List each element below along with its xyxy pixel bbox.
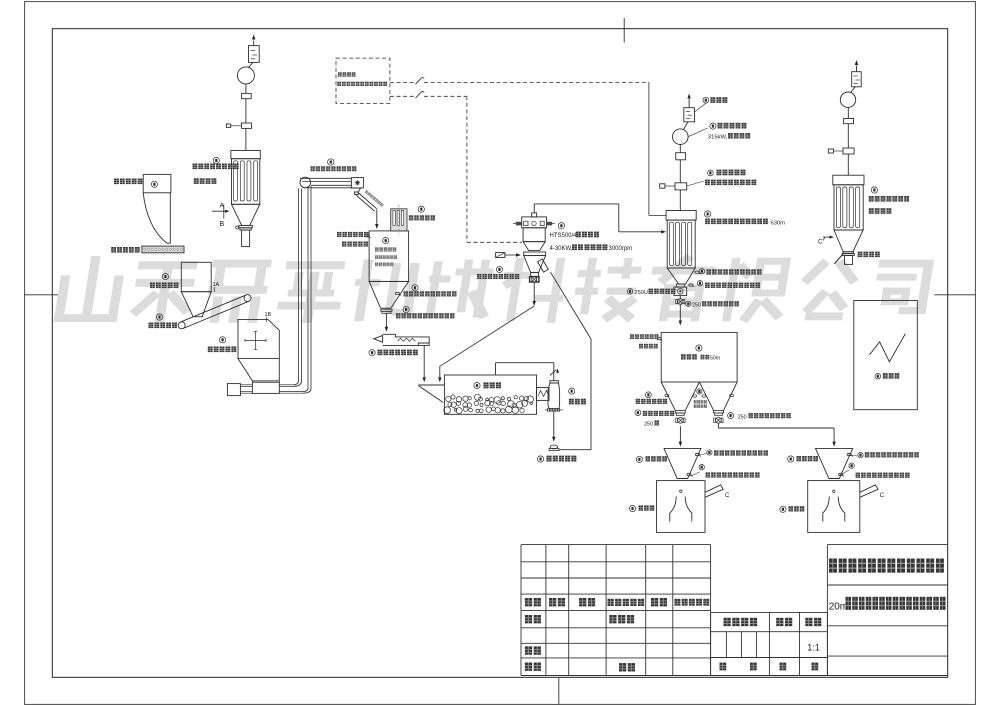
svg-text:C: C — [880, 493, 885, 499]
svg-text:20m: 20m — [829, 602, 848, 613]
svg-text:315kW,: 315kW, — [708, 134, 728, 140]
svg-text:C: C — [818, 239, 823, 246]
svg-text:1:1: 1:1 — [807, 643, 820, 653]
svg-text:B: B — [220, 221, 225, 228]
svg-text:HTS500/4: HTS500/4 — [550, 233, 578, 239]
svg-text:250: 250 — [738, 414, 747, 420]
svg-text:250: 250 — [692, 303, 701, 309]
svg-text:3000rpm: 3000rpm — [609, 246, 633, 252]
svg-text:50m: 50m — [710, 355, 720, 361]
svg-text:4-30KW,: 4-30KW, — [550, 246, 573, 252]
svg-text:A: A — [220, 203, 225, 210]
svg-text:C: C — [725, 493, 730, 499]
svg-text:1B: 1B — [265, 312, 272, 318]
svg-text:1A: 1A — [213, 282, 220, 288]
svg-text:250U: 250U — [635, 290, 648, 296]
svg-text:630m: 630m — [771, 221, 786, 227]
svg-text:250: 250 — [644, 422, 653, 428]
